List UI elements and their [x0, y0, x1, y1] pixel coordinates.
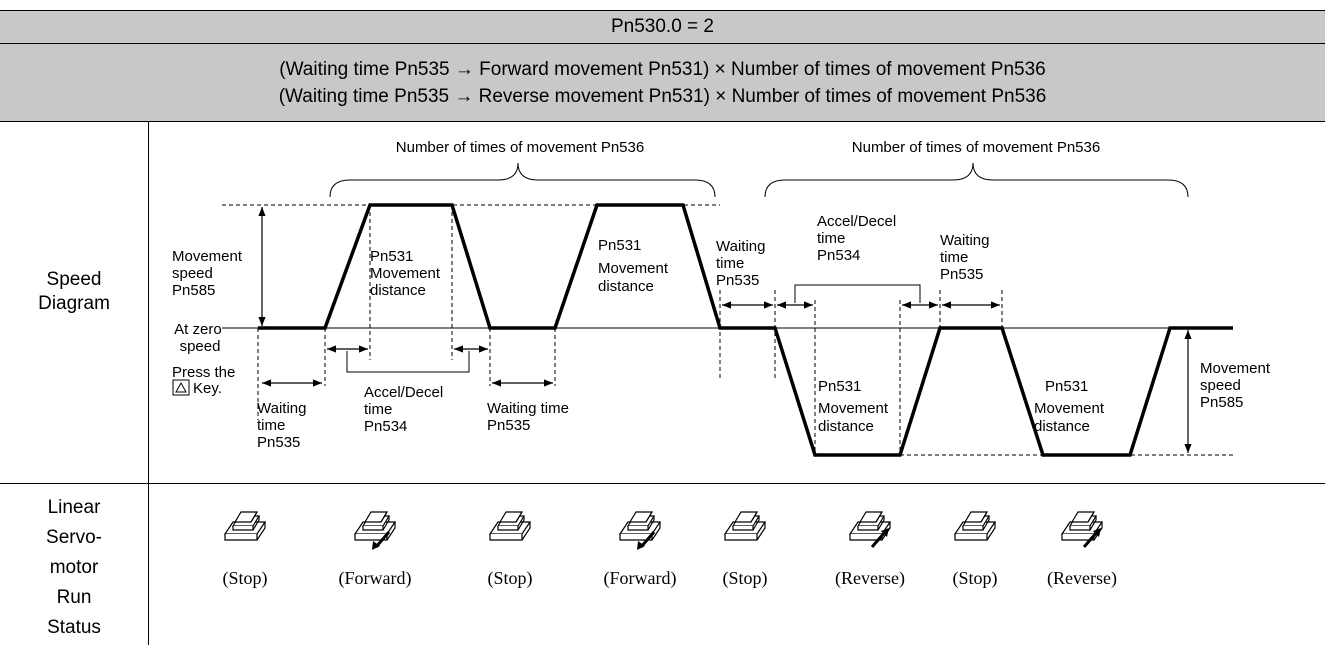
run-status-label: (Forward) [603, 568, 677, 588]
run-status-label: (Stop) [722, 568, 768, 588]
time-arrows [262, 301, 1000, 387]
movement-distance-label-2: Pn531 Movement distance [598, 237, 672, 295]
count-brace-right [764, 162, 1189, 198]
run-status-label: (Forward) [338, 568, 412, 588]
vertical-dashed-markers [257, 205, 1003, 455]
up-key-icon [172, 379, 190, 396]
row-label-speed-diagram: Speed Diagram [38, 269, 110, 314]
run-status-label: (Stop) [487, 568, 533, 588]
accel-decel-label-upper: Accel/Decel time Pn534 [817, 213, 900, 264]
movement-distance-label-3: Pn531 Movement distance [818, 378, 892, 435]
waiting-time-label-2: Waiting time Pn535 [487, 400, 573, 434]
linear-motor-icon [723, 511, 767, 541]
run-status-label: (Reverse) [835, 568, 905, 588]
movement-speed-label-right: Movement speed Pn585 [1200, 360, 1274, 411]
count-label-left: Number of times of movement Pn536 [396, 139, 644, 156]
table-title: Pn530.0 = 2 [0, 10, 1325, 44]
row-divider [0, 483, 1325, 484]
accel-bracket-lower [346, 351, 470, 373]
count-brace-left [329, 162, 716, 198]
run-status-label: (Reverse) [1047, 568, 1117, 588]
linear-motor-icon [1060, 511, 1104, 548]
waiting-time-label-1: Waiting time Pn535 [257, 400, 311, 451]
column-divider [148, 122, 149, 645]
count-label-right: Number of times of movement Pn536 [852, 139, 1100, 156]
accel-bracket-upper [794, 284, 921, 303]
movement-distance-label-1: Pn531 Movement distance [370, 248, 444, 299]
title-text: Pn530.0 = 2 [610, 16, 714, 37]
waiting-time-label-3: Waiting time Pn535 [716, 238, 770, 289]
linear-motor-icon [618, 511, 662, 550]
zero-speed-label: At zero speed [174, 321, 226, 355]
subtitle-line-1: (Waiting time Pn535 → Forward movement P… [279, 58, 1046, 80]
waiting-time-label-4: Waiting time Pn535 [940, 232, 994, 283]
press-key-label: Press the Key. [172, 364, 240, 397]
run-status-label: (Stop) [222, 568, 268, 588]
row-label-run-status: Linear Servo- motor Run Status [46, 497, 102, 638]
linear-motor-icon [223, 511, 267, 541]
subtitle-line-2: (Waiting time Pn535 → Reverse movement P… [278, 85, 1047, 107]
accel-decel-label-lower: Accel/Decel time Pn534 [364, 384, 447, 435]
movement-distance-label-4: Pn531 Movement distance [1034, 378, 1108, 435]
linear-motor-icon [488, 511, 532, 541]
linear-motor-icon [353, 511, 397, 550]
linear-motor-icon [848, 511, 892, 548]
table-subtitle: (Waiting time Pn535 → Forward movement P… [0, 44, 1325, 122]
movement-speed-label-left: Movement speed Pn585 [172, 248, 246, 299]
linear-motor-icon [953, 511, 997, 541]
speed-profile-line [258, 203, 1233, 457]
run-status-label: (Stop) [952, 568, 998, 588]
